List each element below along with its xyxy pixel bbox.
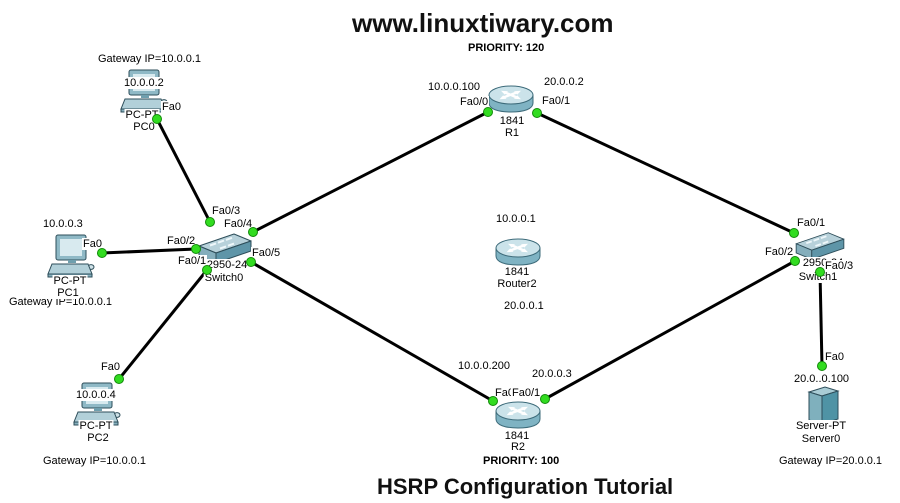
r1-name-label: R1 (503, 127, 521, 139)
server0-name-label: Server0 (800, 433, 842, 445)
server0-model-label: Server-PT (794, 420, 848, 432)
pc1-port-label: Fa0 (82, 238, 103, 250)
switch0-port-fa03-label: Fa0/3 (211, 205, 242, 217)
tutorial-title: HSRP Configuration Tutorial (377, 474, 674, 499)
cable-pc2-switch0[interactable] (117, 269, 209, 380)
r2-priority-note: PRIORITY: 100 (483, 455, 560, 467)
pc0-name-label: PC0 (132, 121, 156, 133)
r2-router-icon[interactable] (493, 399, 543, 431)
r1-port-fa00-label: Fa0/0 (459, 96, 490, 108)
pc1-ip-label: 10.0.0.3 (42, 218, 84, 230)
router2-name-label: Router2 (496, 278, 538, 290)
cable-r1-switch1[interactable] (536, 111, 795, 235)
r1-port-fa01-label: Fa0/1 (541, 95, 572, 107)
r1-ip-left-note: 10.0.0.100 (428, 81, 480, 93)
router2-ip-bottom-note: 20.0.0.1 (504, 300, 544, 312)
router2-ip-top-note: 10.0.0.1 (496, 213, 536, 225)
switch1-port-fa02-label: Fa0/2 (764, 246, 795, 258)
server0-port-label: Fa0 (824, 351, 845, 363)
switch1-port-fa01-label: Fa0/1 (796, 217, 827, 229)
r2-model-label: 1841 (503, 430, 531, 442)
router2-model-label: 1841 (503, 266, 531, 278)
switch0-name-label: Switch0 (203, 272, 245, 284)
switch0-port-fa04-label: Fa0/4 (223, 218, 254, 230)
pc0-model-label: PC-PT (124, 109, 160, 121)
cable-switch0-r2[interactable] (250, 260, 494, 403)
switch0-model-label: 2950-24 (205, 259, 249, 271)
r1-model-label: 1841 (498, 115, 526, 127)
server0-server-icon[interactable] (805, 385, 841, 425)
r2-port-fa01-label: Fa0/1 (511, 387, 542, 399)
switch1-port-fa03-label: Fa0/3 (824, 260, 855, 272)
r2-ip-left-note: 10.0.0.200 (458, 360, 510, 372)
router2-router-icon[interactable] (493, 236, 543, 268)
cable-r2-switch1[interactable] (544, 259, 796, 401)
switch0-port-fa05-label: Fa0/5 (251, 247, 282, 259)
pc2-gateway-note: Gateway IP=10.0.0.1 (43, 455, 147, 467)
server0-gateway-note: Gateway IP=20.0.0.1 (779, 455, 883, 467)
pc2-model-label: PC-PT (78, 420, 114, 432)
pc0-ip-label: 10.0.0.2 (123, 77, 165, 89)
pc2-port-label: Fa0 (100, 361, 121, 373)
switch1-name-label: Switch1 (797, 271, 839, 283)
r2-port-fa00-label: Fa0 (494, 387, 515, 399)
r2-name-label: R2 (509, 441, 527, 453)
pc0-port-label: Fa0 (161, 101, 182, 113)
site-title: www.linuxtiwary.com (352, 8, 614, 38)
pc0-gateway-note: Gateway IP=10.0.0.1 (98, 53, 202, 65)
cable-pc0-switch0[interactable] (155, 118, 212, 223)
pc1-gateway-note: Gateway IP=10.0.0.1 (9, 296, 113, 308)
server0-ip-label: 20.0..0.100 (793, 373, 851, 385)
r1-priority-note: PRIORITY: 120 (468, 42, 545, 54)
cable-switch1-server0[interactable] (818, 271, 824, 367)
switch0-port-fa01-label: Fa0/1 (177, 255, 208, 267)
pc2-ip-label: 10.0.0.4 (75, 389, 117, 401)
pc2-name-label: PC2 (86, 432, 110, 444)
r1-ip-right-note: 20.0.0.2 (544, 76, 584, 88)
r2-ip-right-note: 20.0.0.3 (532, 368, 572, 380)
pc1-name-label: PC1 (56, 287, 80, 299)
pc1-model-label: PC-PT (52, 275, 88, 287)
cable-pc1-switch0[interactable] (101, 247, 197, 255)
r1-router-icon[interactable] (486, 83, 536, 115)
cable-switch0-r1[interactable] (252, 110, 489, 234)
switch0-port-fa02-label: Fa0/2 (166, 235, 197, 247)
